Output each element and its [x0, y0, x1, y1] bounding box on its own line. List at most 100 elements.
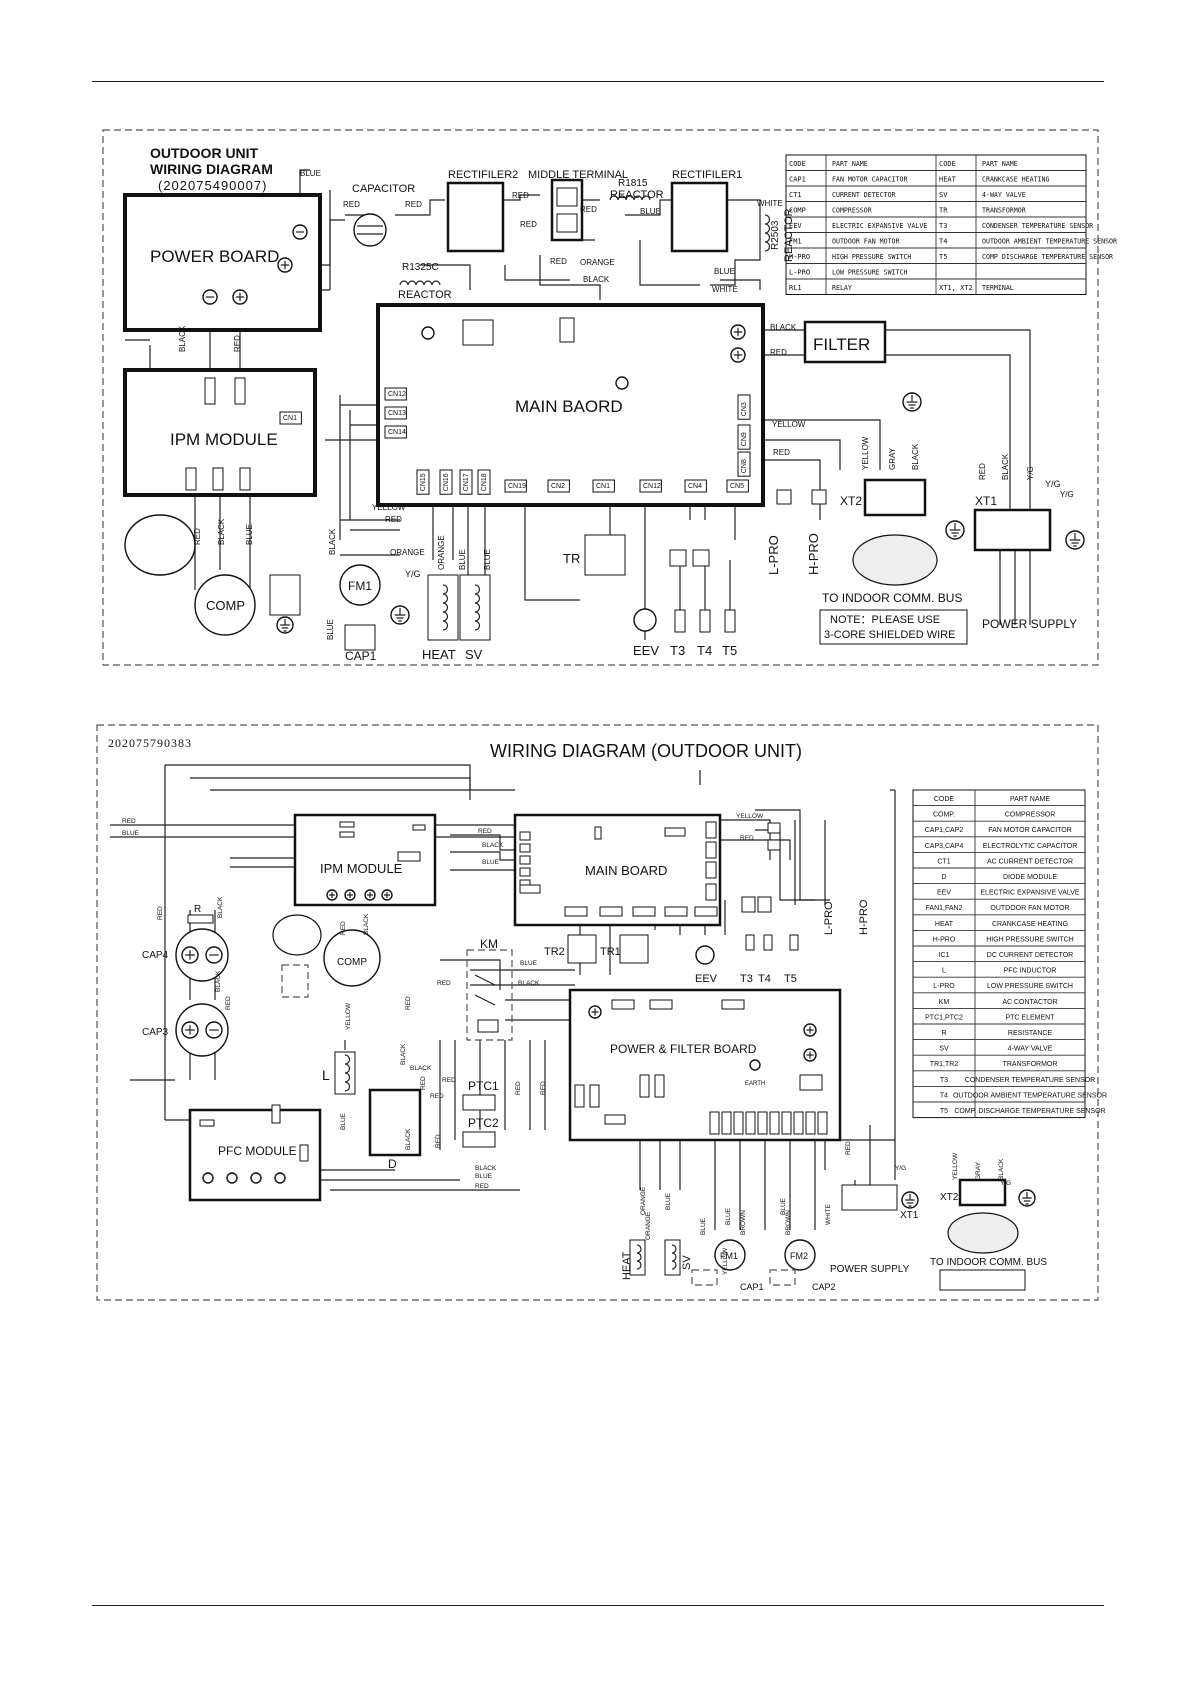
table-cell: CAP1: [789, 176, 806, 184]
top-wire-label: BLUE: [300, 169, 321, 178]
bottom-sv-label: SV: [681, 1255, 693, 1270]
main-cn12b: [639, 479, 662, 493]
table-cell: HIGH PRESSURE SWITCH: [832, 253, 911, 261]
p5-terminal-mark: [235, 292, 245, 302]
main-left-cn1: [519, 831, 531, 841]
table-cell: D: [941, 874, 946, 881]
bottom-wire-label: BLACK: [215, 970, 222, 992]
top-wire-label: RED: [193, 528, 202, 545]
cap3-label: CAP3: [142, 1027, 169, 1038]
main-bottom-cn-3: [664, 906, 688, 917]
table-cell: SV: [939, 1046, 949, 1053]
tr-label: TR: [563, 551, 580, 566]
table-cell: COMPRESSOR: [1005, 812, 1056, 819]
pfb-bottom-vcn-2: [733, 1111, 744, 1135]
to-indoor-label: TO INDOOR COMM. BUS: [822, 591, 962, 605]
table-cell: KM: [939, 999, 950, 1006]
t3-label: T3: [670, 643, 685, 658]
top-title-line1: OUTDOOR UNIT: [150, 145, 259, 161]
table-cell: ELECTRIC EXPANSIVE VALVE: [980, 890, 1080, 897]
table-cell: CAP3,CAP4: [925, 843, 964, 850]
table-cell: TERMINAL: [982, 284, 1014, 292]
ipm-w-terminal: [239, 467, 251, 491]
table-cell: TR1,TR2: [930, 1061, 959, 1068]
top-wire-label: RED: [550, 257, 567, 266]
pfb-bottom-vcn-0: [709, 1111, 720, 1135]
pfb-cn4-mark: [591, 1008, 599, 1016]
ipm-cn1-label: CN1: [283, 415, 297, 422]
table-cell: TR: [939, 207, 948, 215]
table-cell: PFC INDUCTOR: [1004, 968, 1057, 975]
table-cell: HIGH PRESSURE SWITCH: [986, 936, 1074, 943]
fm1-label: FM1: [348, 579, 372, 593]
top-wire-label: BLACK: [328, 528, 337, 555]
bottom-wire-29: [440, 959, 501, 990]
table-cell: EEV: [937, 890, 951, 897]
rectifier2-label: RECTIFILER2: [448, 169, 518, 181]
main-cn9-label: CN9: [741, 432, 748, 446]
table-cell: TRANSFORMOR: [1003, 1061, 1058, 1068]
heat-coil: [442, 584, 449, 631]
resistor-r: [187, 914, 214, 924]
top-wire-8: [720, 199, 761, 215]
bottom-eev: [695, 945, 715, 965]
reactor-r1815: [609, 195, 651, 201]
main-cn18: [477, 469, 491, 495]
heat-box: [427, 574, 459, 641]
bottom-wire-label: Y/G: [895, 1165, 906, 1172]
table-cell: L: [942, 968, 946, 975]
bottom-cap2-label: CAP2: [812, 1282, 836, 1292]
hpro-connector: [811, 489, 827, 505]
pfb-ct1: [799, 1074, 823, 1091]
top-wire-22: [760, 439, 841, 470]
xt2-terminal: [863, 478, 927, 517]
top-wire-20: [885, 329, 1031, 545]
bottom-wire-label: RED: [225, 996, 232, 1010]
fm1-ground-symbol: [394, 608, 406, 622]
top-wire-label: RED: [343, 200, 360, 209]
table-cell: H-PRO: [933, 936, 956, 943]
table-cell: COMP. DISCHARGE TEMPERATURE SENSOR: [954, 1108, 1105, 1115]
table-cell: CODE: [939, 160, 956, 168]
table-cell: T5: [939, 253, 947, 261]
lpro-connector: [767, 822, 781, 834]
ipm-cn05: [412, 824, 426, 831]
tr1-transformer: [619, 934, 649, 964]
main-right-cn-3: [705, 883, 717, 901]
note-line2: 3-CORE SHIELDED WIRE: [824, 629, 955, 641]
table-cell: PART NAME: [1010, 796, 1050, 803]
bottom-wire-label: RED: [340, 921, 347, 935]
ptc1-element: [462, 1094, 496, 1111]
main-bottom-cn-4: [694, 906, 718, 917]
main-cn12-label: CN12: [388, 391, 406, 398]
main-p2-terminal: [421, 326, 435, 340]
table-cell: FAN1,FAN2: [926, 905, 963, 912]
bottom-wire-label: BLUE: [700, 1217, 707, 1235]
reactor3-label: REACTOR: [783, 208, 795, 262]
main-cn3: [737, 394, 751, 420]
km-label: KM: [480, 937, 498, 951]
bottom-t3-label: T3: [740, 973, 753, 985]
bottom-wire-label: BROWN: [740, 1210, 747, 1235]
ipm-cn1: [279, 411, 302, 425]
main-cn8-label: CN8: [741, 459, 748, 473]
bottom-sensor-0: [745, 934, 755, 951]
pfc-terminal-3: [274, 1172, 286, 1184]
top-wire-label: RED: [385, 515, 402, 524]
table-cell: CRANKCASE HEATING: [982, 176, 1050, 184]
compressor: [194, 574, 256, 636]
main-cn13-label: CN13: [388, 410, 406, 417]
cap4-plus-mark: [185, 950, 195, 960]
table-cell: LOW PRESSURE SWITCH: [987, 983, 1073, 990]
table-cell: RL1: [789, 284, 802, 292]
bottom-wire-61: [839, 1125, 895, 1141]
bottom-sensor-2: [789, 934, 799, 951]
l-label: L: [322, 1067, 330, 1083]
table-cell: FAN MOTOR CAPACITOR: [832, 176, 907, 184]
comp-ground-box: [281, 964, 309, 998]
top-wire-label: RED: [405, 200, 422, 209]
heat-label: HEAT: [422, 647, 456, 662]
capacitor-plates: [357, 225, 383, 235]
bottom-shielded-cable: [947, 1212, 1019, 1254]
